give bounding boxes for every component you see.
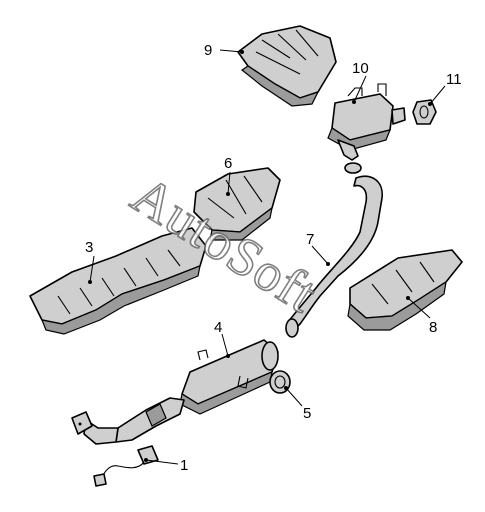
heat-shield-front — [29, 227, 207, 335]
oxygen-sensor — [93, 445, 159, 487]
heat-shield-rear — [347, 249, 463, 331]
callout-7: 7 — [306, 231, 314, 248]
center-pipe — [285, 175, 383, 338]
callout-1: 1 — [180, 457, 188, 474]
rubber-hanger — [412, 99, 437, 125]
rear-muffler — [327, 83, 406, 174]
heat-shield-upper — [237, 25, 337, 107]
callout-8: 8 — [429, 319, 437, 336]
callout-6: 6 — [224, 155, 232, 172]
callout-5: 5 — [303, 405, 311, 422]
leader-lines — [88, 49, 446, 465]
callout-3: 3 — [85, 239, 93, 256]
callout-9: 9 — [204, 42, 212, 59]
callout-11: 11 — [446, 71, 462, 88]
front-muffler-assembly — [71, 339, 279, 445]
callout-4: 4 — [214, 319, 222, 336]
callout-10: 10 — [352, 60, 369, 77]
heat-shield-center — [193, 167, 281, 241]
callout-labels: 9 10 11 6 7 3 8 4 5 1 — [85, 42, 462, 474]
